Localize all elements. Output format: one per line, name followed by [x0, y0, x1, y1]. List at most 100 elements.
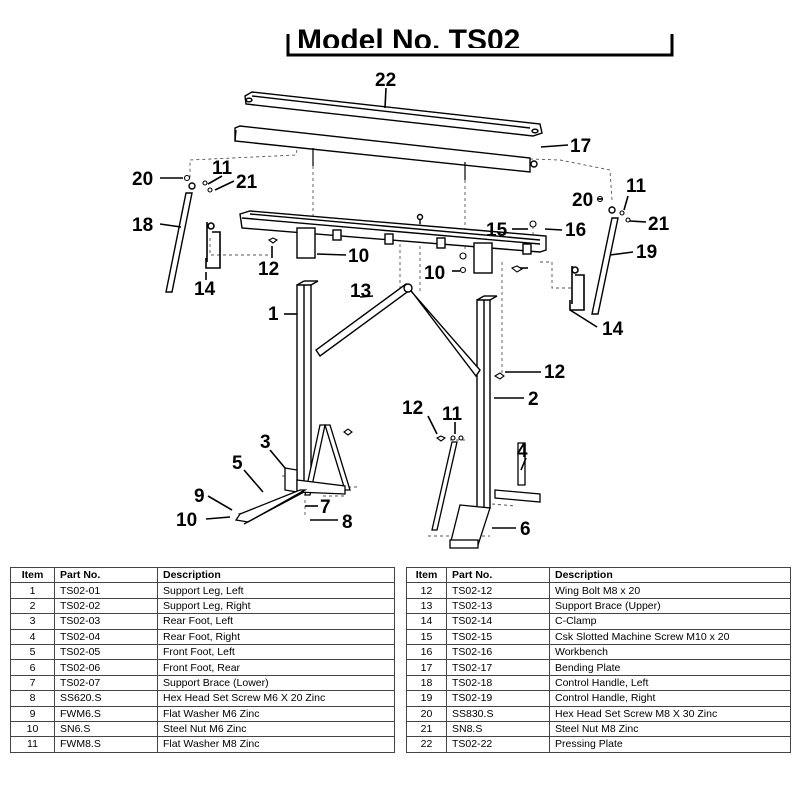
callout-numbers: 22 17 20 11 21 18 14 12 10 15 16 20 11 2…: [132, 70, 670, 540]
cell-item: 16: [406, 643, 447, 661]
callout-label: 20: [132, 169, 153, 190]
part-support-leg-left: [296, 280, 319, 491]
cell-item: 1: [10, 582, 55, 599]
cell-description: Flat Washer M6 Zinc: [157, 705, 395, 722]
cell-part-no: TS02-19: [446, 690, 550, 707]
cell-item: 14: [406, 613, 447, 630]
cell-item: 12: [406, 582, 447, 599]
title-box: Model No. TS02: [286, 24, 674, 57]
cell-part-no: TS02-01: [54, 582, 158, 599]
callout-label: 1: [268, 304, 279, 325]
part-workbench: [239, 210, 547, 274]
cell-item: 8: [10, 690, 55, 707]
header-description: Description: [549, 566, 791, 584]
cell-part-no: TS02-13: [446, 597, 550, 615]
cell-description: Control Handle, Left: [549, 674, 791, 692]
callout-label: 10: [424, 263, 445, 284]
callout-label: 13: [350, 281, 371, 302]
exploded-parts-diagram: Model No. TS02: [132, 24, 674, 549]
callout-label: 19: [636, 242, 657, 263]
cell-description: Wing Bolt M8 x 20: [549, 582, 791, 599]
part-bending-plate: [234, 125, 538, 173]
cell-description: Steel Nut M8 Zinc: [549, 720, 791, 738]
cell-part-no: TS02-22: [446, 736, 550, 753]
cell-part-no: TS02-03: [54, 613, 158, 630]
cell-part-no: SS620.S: [54, 690, 158, 707]
hardware-fasteners: [183, 174, 631, 442]
cell-description: Hex Head Set Screw M6 X 20 Zinc: [157, 690, 395, 707]
leader-lines: [159, 87, 647, 529]
callout-label: 21: [236, 172, 258, 193]
header-item: Item: [10, 566, 55, 584]
part-rear-foot-left: [284, 467, 346, 495]
cell-part-no: TS02-14: [446, 613, 550, 630]
cell-part-no: TS02-04: [54, 628, 158, 645]
cell-part-no: TS02-02: [54, 597, 158, 615]
cell-item: 6: [10, 659, 55, 676]
cell-item: 4: [10, 628, 55, 645]
cell-part-no: FWM8.S: [54, 736, 158, 753]
cell-description: Steel Nut M6 Zinc: [157, 720, 395, 738]
callout-label: 7: [320, 497, 331, 518]
part-control-handle-right: [591, 206, 619, 315]
cell-part-no: TS02-17: [446, 659, 550, 676]
callout-label: 14: [194, 279, 216, 300]
cell-item: 15: [406, 628, 447, 645]
cell-part-no: FWM6.S: [54, 705, 158, 722]
cell-part-no: TS02-18: [446, 674, 550, 692]
header-part-no: Part No.: [446, 566, 550, 584]
cell-part-no: SN6.S: [54, 720, 158, 738]
cell-part-no: TS02-15: [446, 628, 550, 645]
model-title: Model No. TS02: [297, 24, 520, 57]
cell-description: Control Handle, Right: [549, 690, 791, 707]
part-front-foot-rear: [449, 504, 491, 549]
cell-description: Support Leg, Right: [157, 597, 395, 615]
cell-description: Bending Plate: [549, 659, 791, 676]
table-header-row: Item Part No. Description: [10, 566, 395, 584]
cell-description: Csk Slotted Machine Screw M10 x 20: [549, 628, 791, 645]
cell-item: 19: [406, 690, 447, 707]
cell-item: 11: [10, 736, 55, 753]
callout-label: 17: [570, 136, 591, 157]
callout-label: 18: [132, 215, 153, 236]
part-c-clamp-left: [205, 222, 221, 269]
callout-label: 10: [176, 510, 197, 531]
part-support-brace-lower: [304, 424, 458, 531]
callout-label: 4: [517, 441, 528, 462]
cell-part-no: TS02-07: [54, 674, 158, 692]
table-header-row: Item Part No. Description: [406, 566, 791, 584]
cell-description: Support Brace (Lower): [157, 674, 395, 692]
cell-description: Support Brace (Upper): [549, 597, 791, 615]
callout-label: 15: [486, 220, 508, 241]
plate-bolts: [312, 148, 466, 180]
part-front-foot-left: [234, 489, 308, 525]
cell-description: Front Foot, Left: [157, 643, 395, 661]
cell-part-no: SS830.S: [446, 705, 550, 722]
callout-label: 9: [194, 486, 205, 507]
part-support-brace-upper: [315, 283, 481, 378]
part-pressing-plate: [244, 91, 543, 137]
cell-part-no: SN8.S: [446, 720, 550, 738]
part-c-clamp-right: [569, 266, 585, 311]
callout-label: 5: [232, 453, 243, 474]
callout-label: 12: [258, 259, 279, 280]
header-item: Item: [406, 566, 447, 584]
cell-item: 7: [10, 674, 55, 692]
